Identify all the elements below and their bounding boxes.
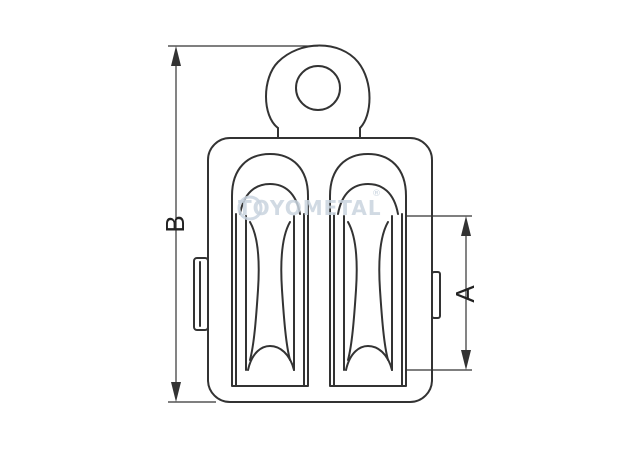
dim-a-arrow-bottom [461,350,471,370]
left-sheave-bottom-arc [247,345,295,371]
dim-b-label: B [160,215,190,232]
watermark-registered-mark: ® [372,189,381,199]
left-groove-curve [249,221,260,361]
dim-a-label: A [450,285,480,303]
left-sheave [231,153,309,387]
left-axle-boss [193,257,209,331]
eye-outer [265,44,371,129]
right-sheave [329,153,407,387]
dim-b-arrow-bottom [171,382,181,402]
dim-a-arrow-top [461,216,471,236]
right-sheave-bottom-arc [345,345,393,371]
right-groove-curve-2 [378,221,389,361]
dimension-a [406,215,472,371]
right-axle-boss [431,271,441,319]
top-eye [265,44,371,139]
dimension-b [168,45,318,403]
left-window [231,153,309,387]
pulley-body [193,44,441,403]
watermark-globe-icon [237,195,263,221]
watermark-logo: TOYOMETAL ® [237,189,382,221]
right-window [329,153,407,387]
left-groove-curve-2 [280,221,291,361]
right-sheave-top-arc [337,183,399,215]
frame-outer [207,137,433,403]
eye-hole [295,65,341,111]
dim-b-arrow-top [171,46,181,66]
watermark-text: TOYOMETAL [238,196,382,220]
right-groove-curve [347,221,358,361]
